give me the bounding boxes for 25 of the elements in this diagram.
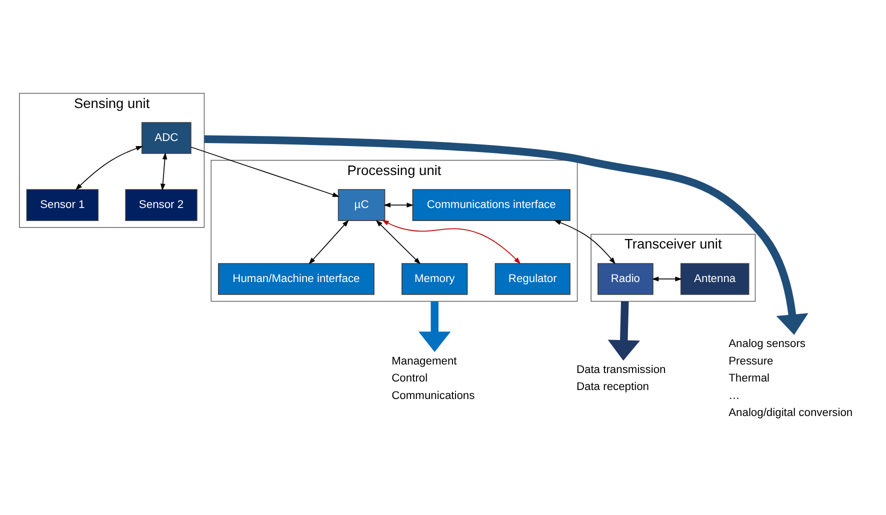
node-box: Sensor 2 bbox=[125, 189, 198, 221]
arrow bbox=[554, 220, 616, 264]
arrow bbox=[204, 135, 808, 335]
node-box: ADC bbox=[142, 122, 192, 154]
node-box: Communications interface bbox=[412, 189, 570, 221]
arrow bbox=[384, 202, 414, 208]
node-box: Antenna bbox=[680, 263, 750, 295]
arrow bbox=[308, 220, 349, 264]
node-box: µC bbox=[338, 189, 386, 221]
node-text: Analog sensors Pressure Thermal … Analog/digital conversion bbox=[728, 338, 853, 420]
arrow bbox=[418, 301, 451, 352]
node-box: Memory bbox=[402, 263, 468, 295]
node-box: Sensor 1 bbox=[26, 189, 99, 221]
arrow bbox=[160, 152, 168, 191]
node-box: Regulator bbox=[494, 263, 570, 295]
arrow bbox=[652, 276, 682, 282]
arrow bbox=[376, 220, 421, 264]
node-box: Human/Machine interface bbox=[218, 263, 374, 295]
node-box: Radio bbox=[598, 263, 654, 295]
arrow bbox=[190, 146, 340, 197]
arrow bbox=[608, 301, 640, 361]
node-text: Management Control Communications bbox=[392, 355, 475, 402]
arrow bbox=[75, 146, 143, 190]
arrow bbox=[382, 220, 521, 264]
node-text: Data transmission Data reception bbox=[576, 364, 666, 394]
